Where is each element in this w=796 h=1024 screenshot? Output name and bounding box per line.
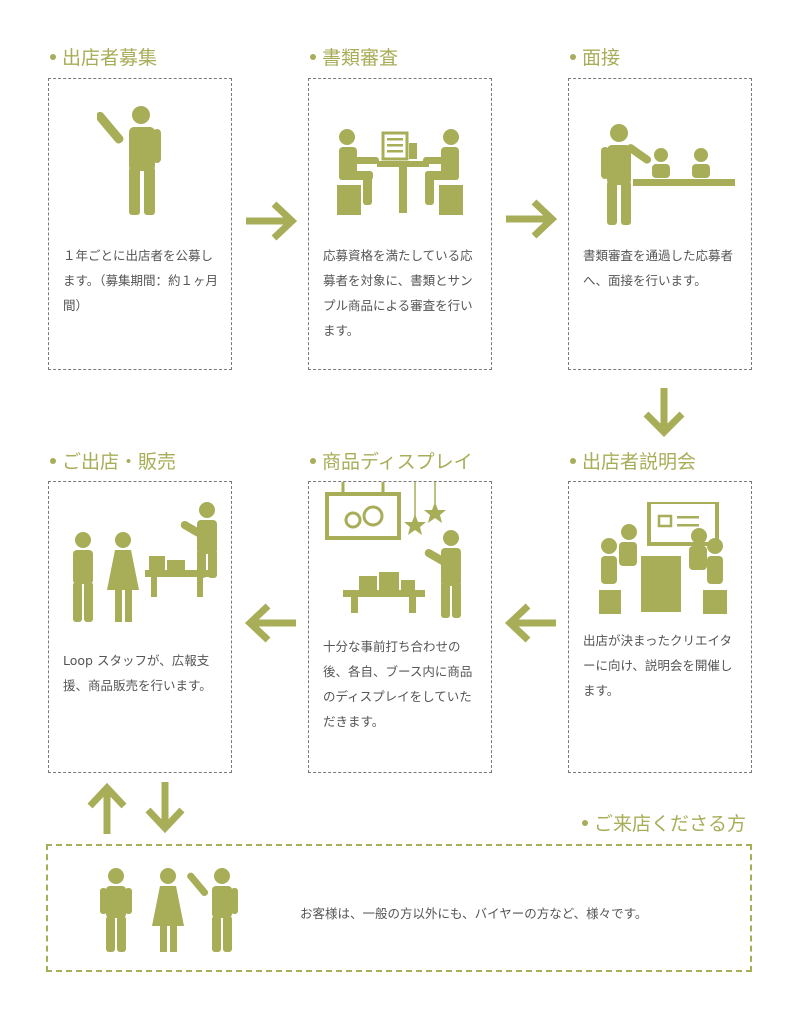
customers-title: ご来店くださる方 <box>582 810 746 838</box>
step-box-document-screening: 応募資格を満たしている応募者を対象に、書類とサンプル商品による審査を行います。 <box>308 78 492 370</box>
step-box-recruitment: １年ごとに出店者を公募します。（募集期間：約１ヶ月間） <box>48 78 232 370</box>
step-desc-display: 十分な事前打ち合わせの後、各自、ブース内に商品のディスプレイをしていただきます。 <box>323 639 473 729</box>
arrow-down-icon <box>643 388 685 437</box>
arrow-right-icon <box>246 201 298 241</box>
customers-desc: お客様は、一般の方以外にも、バイヤーの方など、様々です。 <box>300 906 648 921</box>
customers-box <box>46 844 752 972</box>
interview-icon <box>601 124 735 225</box>
arrow-left-icon <box>244 603 296 643</box>
briefing-icon <box>599 502 727 614</box>
person-waving-icon <box>97 106 161 215</box>
step-title-interview: 面接 <box>570 44 620 72</box>
step-desc-document-screening: 応募資格を満たしている応募者を対象に、書類とサンプル商品による審査を行います。 <box>323 248 473 338</box>
arrow-right-icon <box>506 199 558 239</box>
step-title-display: 商品ディスプレイ <box>310 448 473 476</box>
arrow-up-icon <box>87 782 127 834</box>
step-title-recruitment: 出店者募集 <box>50 44 157 72</box>
step-box-briefing: 出店が決まったクリエイターに向け、説明会を開催します。 <box>568 481 752 773</box>
document-review-icon <box>337 129 463 215</box>
step-box-sales: Loop スタッフが、広報支援、商品販売を行います。 <box>48 481 232 773</box>
step-desc-interview: 書類審査を通過した応募者へ、面接を行います。 <box>583 248 734 288</box>
customers-icon <box>100 868 238 952</box>
sales-icon <box>73 502 217 622</box>
arrow-left-icon <box>504 603 556 643</box>
step-desc-briefing: 出店が決まったクリエイターに向け、説明会を開催します。 <box>583 633 733 698</box>
step-title-sales: ご出店・販売 <box>50 448 176 476</box>
step-title-briefing: 出店者説明会 <box>570 448 696 476</box>
step-desc-sales: Loop スタッフが、広報支援、商品販売を行います。 <box>63 653 212 693</box>
arrow-down-icon <box>145 782 185 834</box>
step-title-document-screening: 書類審査 <box>310 44 398 72</box>
display-icon <box>325 482 461 618</box>
step-box-interview: 書類審査を通過した応募者へ、面接を行います。 <box>568 78 752 370</box>
step-desc-recruitment: １年ごとに出店者を公募します。（募集期間：約１ヶ月間） <box>63 248 219 313</box>
step-box-display: 十分な事前打ち合わせの後、各自、ブース内に商品のディスプレイをしていただきます。 <box>308 481 492 773</box>
